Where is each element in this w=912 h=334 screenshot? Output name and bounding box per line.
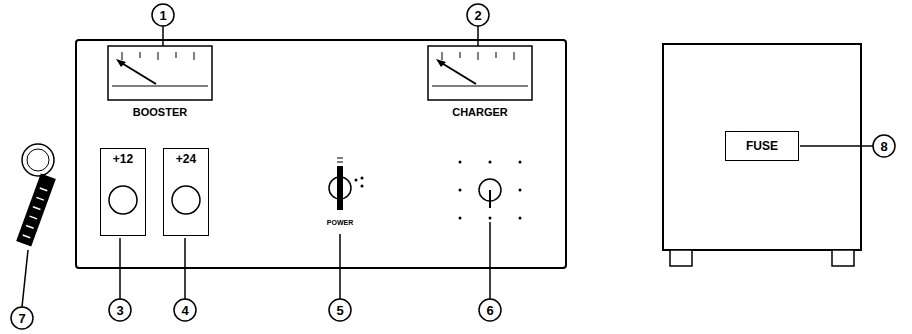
callout-number: 7 (18, 312, 25, 325)
switch-label: POWER (327, 219, 353, 226)
callout-number: 5 (336, 304, 343, 317)
box-text: +12 (113, 149, 133, 166)
callout-number: 2 (474, 9, 481, 22)
callout-number: 3 (116, 304, 123, 317)
output-socket-box: +12 (100, 148, 146, 236)
box-text: +24 (176, 149, 196, 166)
callout-number: 4 (181, 304, 188, 317)
callout-number: 6 (486, 304, 493, 317)
meter-label: CHARGER (452, 107, 508, 118)
output-socket-box: +24 (163, 148, 209, 236)
callout-number: 1 (159, 9, 166, 22)
box-text: FUSE (746, 139, 778, 153)
fuse-box: FUSE (725, 131, 799, 161)
callout-number: 8 (880, 140, 887, 153)
meter-label: BOOSTER (133, 107, 187, 118)
